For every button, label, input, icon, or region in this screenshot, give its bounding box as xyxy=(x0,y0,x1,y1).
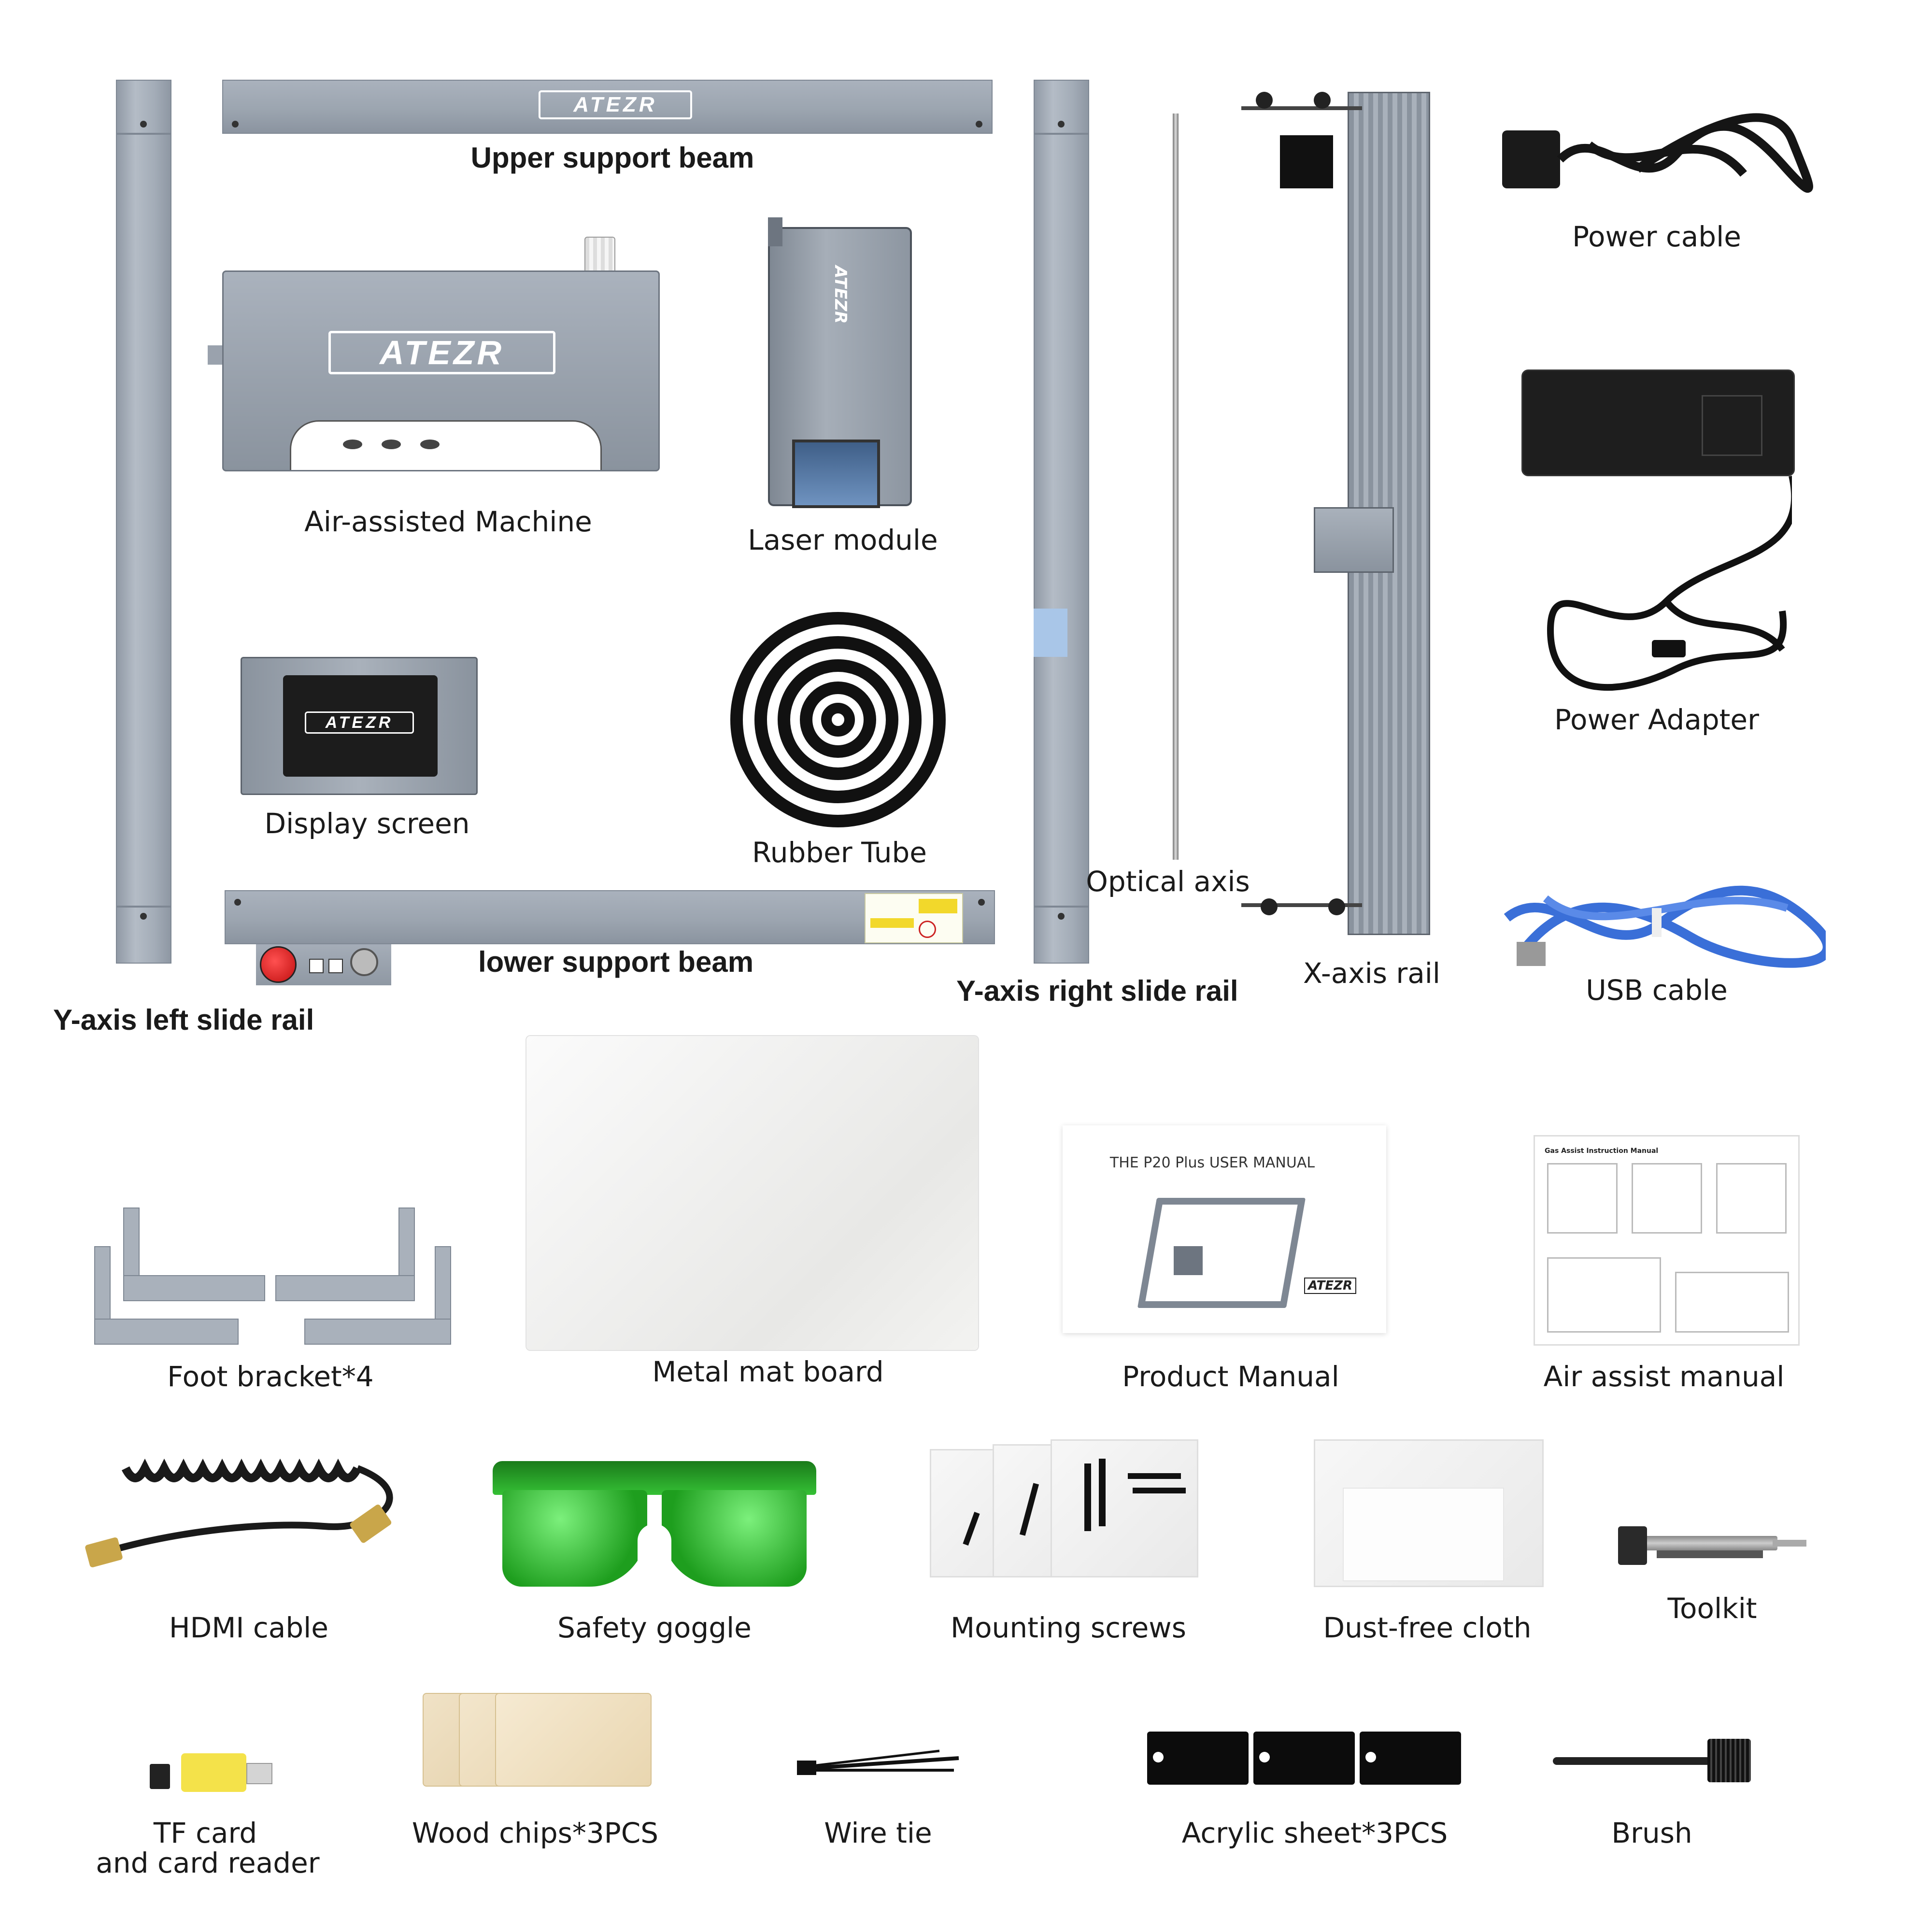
metal-mat-label: Metal mat board xyxy=(652,1355,884,1388)
power-cable-label: Power cable xyxy=(1572,220,1741,253)
upper-beam-label: Upper support beam xyxy=(470,142,754,174)
display-screen-label: Display screen xyxy=(264,807,470,840)
acrylic-sheets-label: Acrylic sheet*3PCS xyxy=(1181,1817,1448,1849)
mounting-screws xyxy=(930,1439,1205,1584)
brand-logo: ATEZR xyxy=(1304,1278,1357,1294)
x-axis-rail xyxy=(1241,82,1430,942)
usb-port-icon xyxy=(309,959,324,973)
air-machine-label: Air-assisted Machine xyxy=(304,505,592,538)
air-assisted-machine: ATEZR xyxy=(208,237,660,471)
x-axis-rail-label: X-axis rail xyxy=(1303,957,1441,990)
safety-goggle xyxy=(493,1461,816,1591)
laser-module: ATEZR xyxy=(768,217,912,508)
y-right-label: Y-axis right slide rail xyxy=(956,975,1238,1007)
power-switch-icon xyxy=(350,948,378,976)
mounting-screws-label: Mounting screws xyxy=(951,1611,1186,1644)
power-adapter-label: Power Adapter xyxy=(1554,703,1759,736)
brand-logo: ATEZR xyxy=(539,90,692,119)
brand-logo: ATEZR xyxy=(305,711,414,734)
toolkit xyxy=(1613,1517,1816,1579)
safety-goggle-label: Safety goggle xyxy=(557,1611,752,1644)
wood-chips xyxy=(423,1693,652,1787)
laser-module-label: Laser module xyxy=(748,524,938,556)
optical-axis-label: Optical axis xyxy=(1086,865,1250,898)
dust-free-cloth-label: Dust-free cloth xyxy=(1323,1611,1532,1644)
usb-cable-label: USB cable xyxy=(1586,974,1728,1007)
air-manual-title: Gas Assist Instruction Manual xyxy=(1545,1147,1659,1155)
foot-bracket-label: Foot bracket*4 xyxy=(167,1360,374,1393)
rubber-tube xyxy=(727,609,949,831)
y-axis-left-rail xyxy=(116,80,171,964)
brand-logo: ATEZR xyxy=(831,266,850,324)
wood-chips-label: Wood chips*3PCS xyxy=(412,1817,659,1849)
lower-beam-label: lower support beam xyxy=(478,946,754,978)
product-manual: THE P20 Plus USER MANUAL ATEZR xyxy=(1063,1125,1386,1333)
wire-tie-label: Wire tie xyxy=(824,1817,932,1849)
tf-card-label-1: TF card xyxy=(153,1817,257,1849)
toolkit-label: Toolkit xyxy=(1667,1592,1757,1625)
tf-card-icon xyxy=(150,1764,170,1789)
acrylic-sheets xyxy=(1147,1732,1461,1785)
brush xyxy=(1553,1739,1756,1782)
display-screen: ATEZR xyxy=(241,657,478,795)
tf-card-label-2: and card reader xyxy=(96,1847,320,1879)
manual-title: THE P20 Plus USER MANUAL xyxy=(1109,1154,1315,1171)
air-assist-manual: Gas Assist Instruction Manual xyxy=(1534,1135,1800,1346)
power-adapter xyxy=(1521,369,1795,712)
lower-support-beam xyxy=(225,890,995,944)
product-manual-label: Product Manual xyxy=(1122,1360,1339,1393)
hdmi-cable-label: HDMI cable xyxy=(169,1611,328,1644)
hdmi-cable xyxy=(82,1454,411,1579)
warning-label xyxy=(865,893,963,943)
y-left-label: Y-axis left slide rail xyxy=(53,1004,314,1036)
brand-logo: ATEZR xyxy=(328,331,555,374)
y-axis-right-rail xyxy=(1034,80,1089,964)
foot-bracket xyxy=(94,1208,452,1348)
upper-support-beam: ATEZR xyxy=(222,80,993,134)
rubber-tube-label: Rubber Tube xyxy=(752,836,927,869)
optical-axis xyxy=(1173,114,1179,860)
control-box xyxy=(256,944,391,985)
power-cable xyxy=(1492,111,1821,208)
card-reader-icon xyxy=(181,1753,246,1792)
brush-label: Brush xyxy=(1611,1817,1692,1849)
usb-cable xyxy=(1497,869,1833,980)
tf-card-reader xyxy=(150,1753,275,1794)
emergency-stop-icon xyxy=(260,946,297,983)
wire-tie xyxy=(795,1746,968,1785)
air-manual-label: Air assist manual xyxy=(1543,1360,1785,1393)
dust-free-cloth xyxy=(1314,1439,1544,1587)
metal-mat-board xyxy=(526,1036,978,1350)
